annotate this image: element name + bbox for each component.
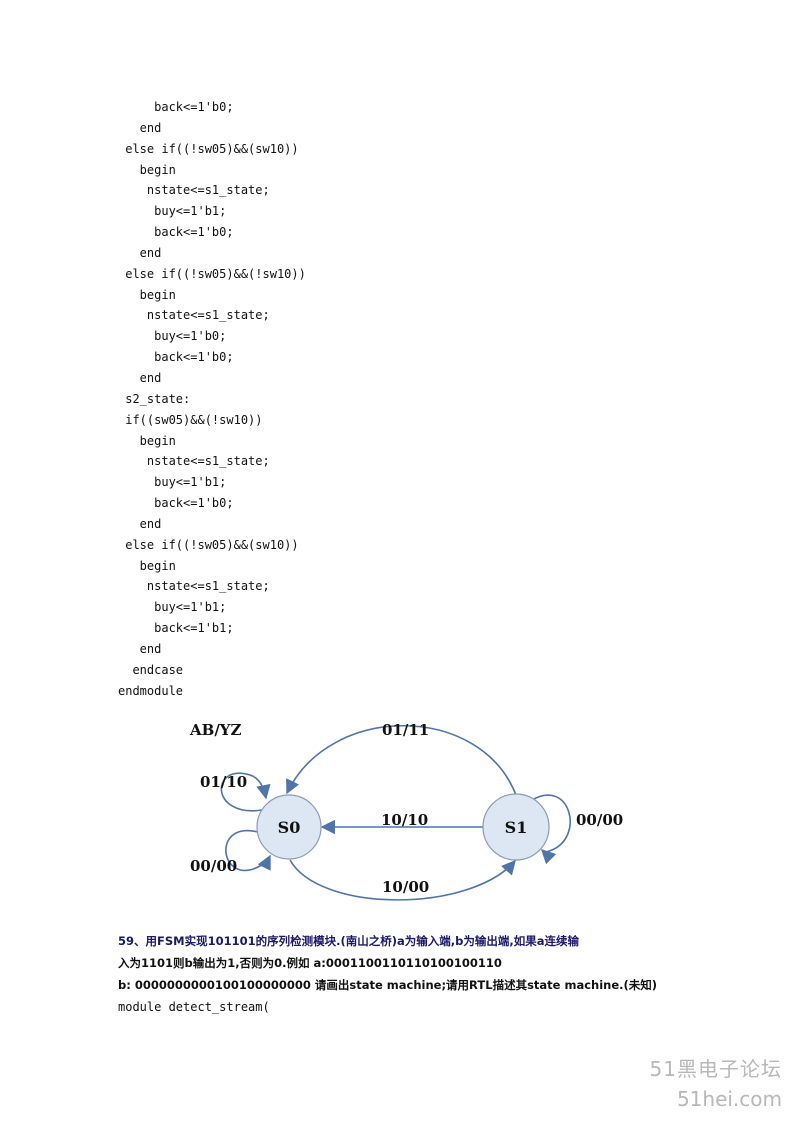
code-line: nstate<=s1_state;: [118, 579, 270, 594]
watermark: 51黑电子论坛 51hei.com: [650, 1054, 782, 1114]
code-line: end: [118, 516, 162, 531]
state-s0-label: S0: [278, 818, 301, 837]
question-line-2: 入为1101则b输出为1,否则为0.例如 a:00011001101101001…: [118, 956, 502, 970]
code-line: begin: [118, 558, 176, 573]
code-line: begin: [118, 433, 176, 448]
question-line-4: module detect_stream(: [118, 1000, 270, 1014]
code-line: back<=1'b0;: [118, 100, 234, 114]
state-s1-label: S1: [505, 818, 528, 837]
edge-s0-self-top: [220, 772, 271, 812]
code-line: end: [118, 370, 162, 385]
edge-label-s0-self-bottom: 00/00: [190, 857, 237, 875]
code-line: nstate<=s1_state;: [118, 308, 270, 323]
edge-label-s1-s0-mid: 10/10: [381, 811, 428, 829]
code-line: begin: [118, 162, 176, 177]
code-line: endmodule: [118, 683, 184, 698]
code-line: buy<=1'b1;: [118, 204, 227, 219]
edge-label-s0-self-top: 01/10: [200, 773, 247, 791]
code-line: else if((!sw05)&&(!sw10)): [118, 266, 306, 281]
code-line: back<=1'b0;: [118, 496, 234, 511]
code-line: s2_state:: [118, 391, 191, 406]
code-line: nstate<=s1_state;: [118, 454, 270, 469]
code-line: back<=1'b0;: [118, 350, 234, 365]
watermark-en: 51hei.com: [676, 1087, 782, 1111]
edge-s0-s1-bottom: [289, 859, 516, 901]
code-line: else if((!sw05)&&(sw10)): [118, 537, 299, 552]
question-line-3: b: 0000000000100100000000 请画出state machi…: [118, 978, 658, 992]
state-s0-circle: [256, 794, 322, 860]
question-line-1: 59、用FSM实现101101的序列检测模块.(南山之桥)a为输入端,b为输出端…: [118, 934, 579, 948]
edge-s1-self: [531, 794, 571, 865]
code-line: buy<=1'b1;: [118, 475, 227, 490]
state-diagram-svg: AB/YZ 01/11 01/10 00/00 10/10 10/00 00/0…: [189, 721, 623, 901]
code-line: begin: [118, 287, 176, 302]
state-s1-circle: [482, 793, 550, 861]
edge-label-s0-s1-bottom: 10/00: [382, 878, 429, 896]
watermark-cn: 51黑电子论坛: [649, 1057, 782, 1081]
code-line: endcase: [118, 662, 184, 677]
code-line: end: [118, 245, 162, 260]
edge-label-s1-self: 00/00: [576, 811, 623, 829]
code-line: end: [118, 120, 162, 135]
diagram-title: AB/YZ: [189, 721, 242, 739]
code-line: end: [118, 641, 162, 656]
edge-label-s1-s0-top: 01/11: [382, 721, 429, 739]
question-59: 59、用FSM实现101101的序列检测模块.(南山之桥)a为输入端,b为输出端…: [118, 930, 698, 1018]
edge-s0-self-bottom: [225, 829, 271, 872]
code-line: buy<=1'b0;: [118, 329, 227, 344]
code-line: nstate<=s1_state;: [118, 183, 270, 198]
verilog-code-block: back<=1'b0; end else if((!sw05)&&(sw10))…: [118, 97, 618, 701]
edge-s1-s0-top: [286, 725, 517, 796]
code-line: else if((!sw05)&&(sw10)): [118, 141, 299, 156]
state-diagram: AB/YZ 01/11 01/10 00/00 10/10 10/00 00/0…: [170, 708, 650, 923]
code-line: back<=1'b1;: [118, 621, 234, 636]
code-line: if((sw05)&&(!sw10)): [118, 412, 263, 427]
code-line: back<=1'b0;: [118, 225, 234, 240]
code-line: buy<=1'b1;: [118, 600, 227, 615]
